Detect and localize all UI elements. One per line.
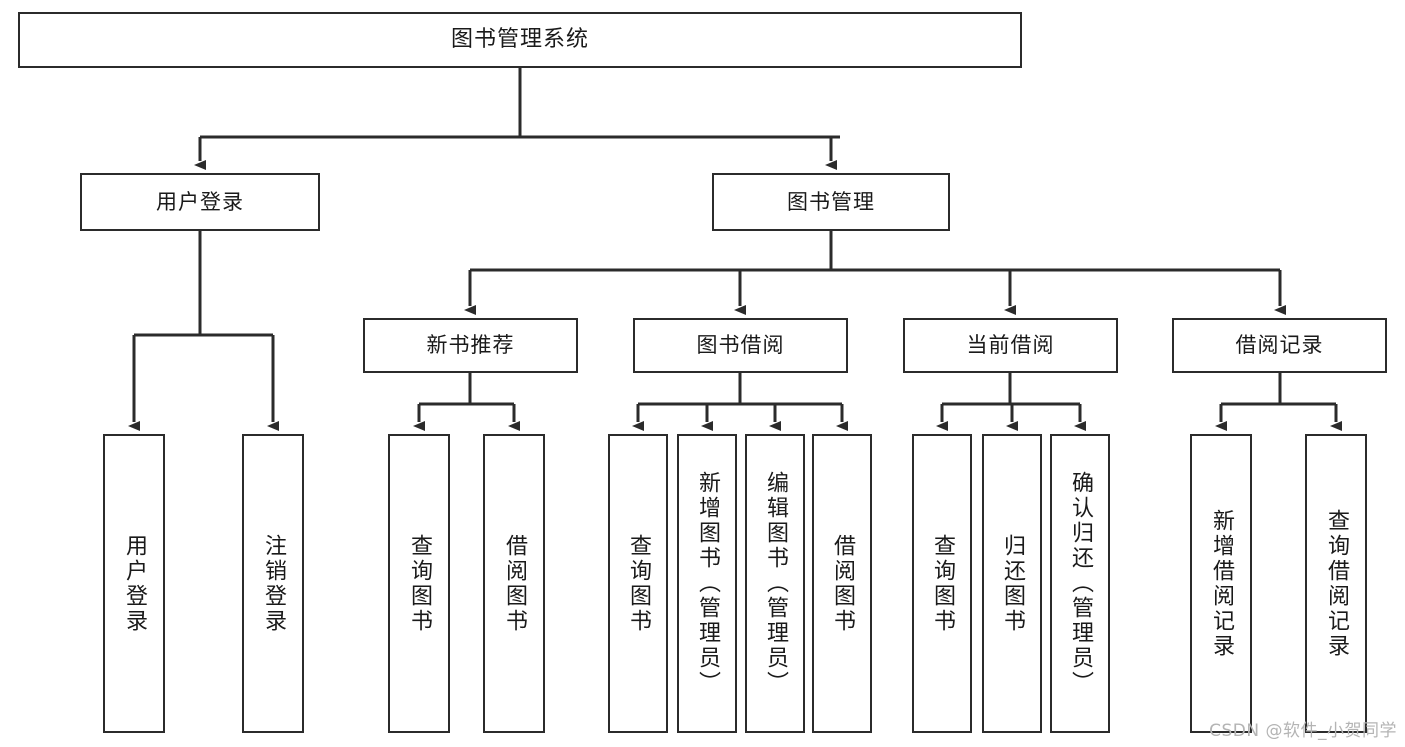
node-borrow-record-label: 借阅记录	[1235, 333, 1324, 358]
node-leaf-confirm-return-admin-label: 确认归还（管理员）	[1068, 471, 1093, 696]
node-leaf-query-borrow-record[interactable]: 查询借阅记录	[1305, 434, 1367, 733]
node-current-borrow[interactable]: 当前借阅	[903, 318, 1118, 373]
node-leaf-logout-label: 注销登录	[261, 533, 286, 634]
node-leaf-query-borrow-record-label: 查询借阅记录	[1324, 508, 1349, 659]
node-leaf-query-books-rec[interactable]: 查询图书	[388, 434, 450, 733]
node-leaf-confirm-return-admin[interactable]: 确认归还（管理员）	[1050, 434, 1110, 733]
node-user-login-group-label: 用户登录	[156, 189, 244, 214]
node-leaf-query-books-cb-label: 查询图书	[930, 533, 955, 634]
node-leaf-user-login-label: 用户登录	[122, 533, 147, 634]
node-leaf-return-books-label: 归还图书	[1000, 533, 1025, 634]
node-root[interactable]: 图书管理系统	[18, 12, 1022, 68]
node-leaf-logout[interactable]: 注销登录	[242, 434, 304, 733]
node-leaf-borrow-books-rec-label: 借阅图书	[502, 533, 527, 634]
node-leaf-borrow-books-bb[interactable]: 借阅图书	[812, 434, 872, 733]
node-new-book-recommend-label: 新书推荐	[426, 333, 515, 358]
node-book-management-group-label: 图书管理	[787, 189, 875, 214]
node-leaf-add-borrow-record[interactable]: 新增借阅记录	[1190, 434, 1252, 733]
node-leaf-query-books-bb[interactable]: 查询图书	[608, 434, 668, 733]
node-book-borrow-label: 图书借阅	[696, 333, 785, 358]
csdn-watermark: CSDN @软件_小贺同学	[1209, 721, 1397, 741]
node-leaf-borrow-books-bb-label: 借阅图书	[830, 533, 855, 634]
node-leaf-add-book-admin[interactable]: 新增图书（管理员）	[677, 434, 737, 733]
node-leaf-borrow-books-rec[interactable]: 借阅图书	[483, 434, 545, 733]
node-leaf-query-books-bb-label: 查询图书	[626, 533, 651, 634]
node-borrow-record[interactable]: 借阅记录	[1172, 318, 1387, 373]
node-new-book-recommend[interactable]: 新书推荐	[363, 318, 578, 373]
node-leaf-add-borrow-record-label: 新增借阅记录	[1209, 508, 1234, 659]
node-leaf-query-books-cb[interactable]: 查询图书	[912, 434, 972, 733]
node-leaf-return-books[interactable]: 归还图书	[982, 434, 1042, 733]
node-user-login-group[interactable]: 用户登录	[80, 173, 320, 231]
node-leaf-query-books-rec-label: 查询图书	[407, 533, 432, 634]
node-root-label: 图书管理系统	[450, 27, 589, 53]
node-current-borrow-label: 当前借阅	[966, 333, 1055, 358]
node-leaf-user-login[interactable]: 用户登录	[103, 434, 165, 733]
node-leaf-edit-book-admin[interactable]: 编辑图书（管理员）	[745, 434, 805, 733]
node-book-management-group[interactable]: 图书管理	[712, 173, 950, 231]
node-leaf-edit-book-admin-label: 编辑图书（管理员）	[763, 471, 788, 696]
node-leaf-add-book-admin-label: 新增图书（管理员）	[695, 471, 720, 696]
node-book-borrow[interactable]: 图书借阅	[633, 318, 848, 373]
